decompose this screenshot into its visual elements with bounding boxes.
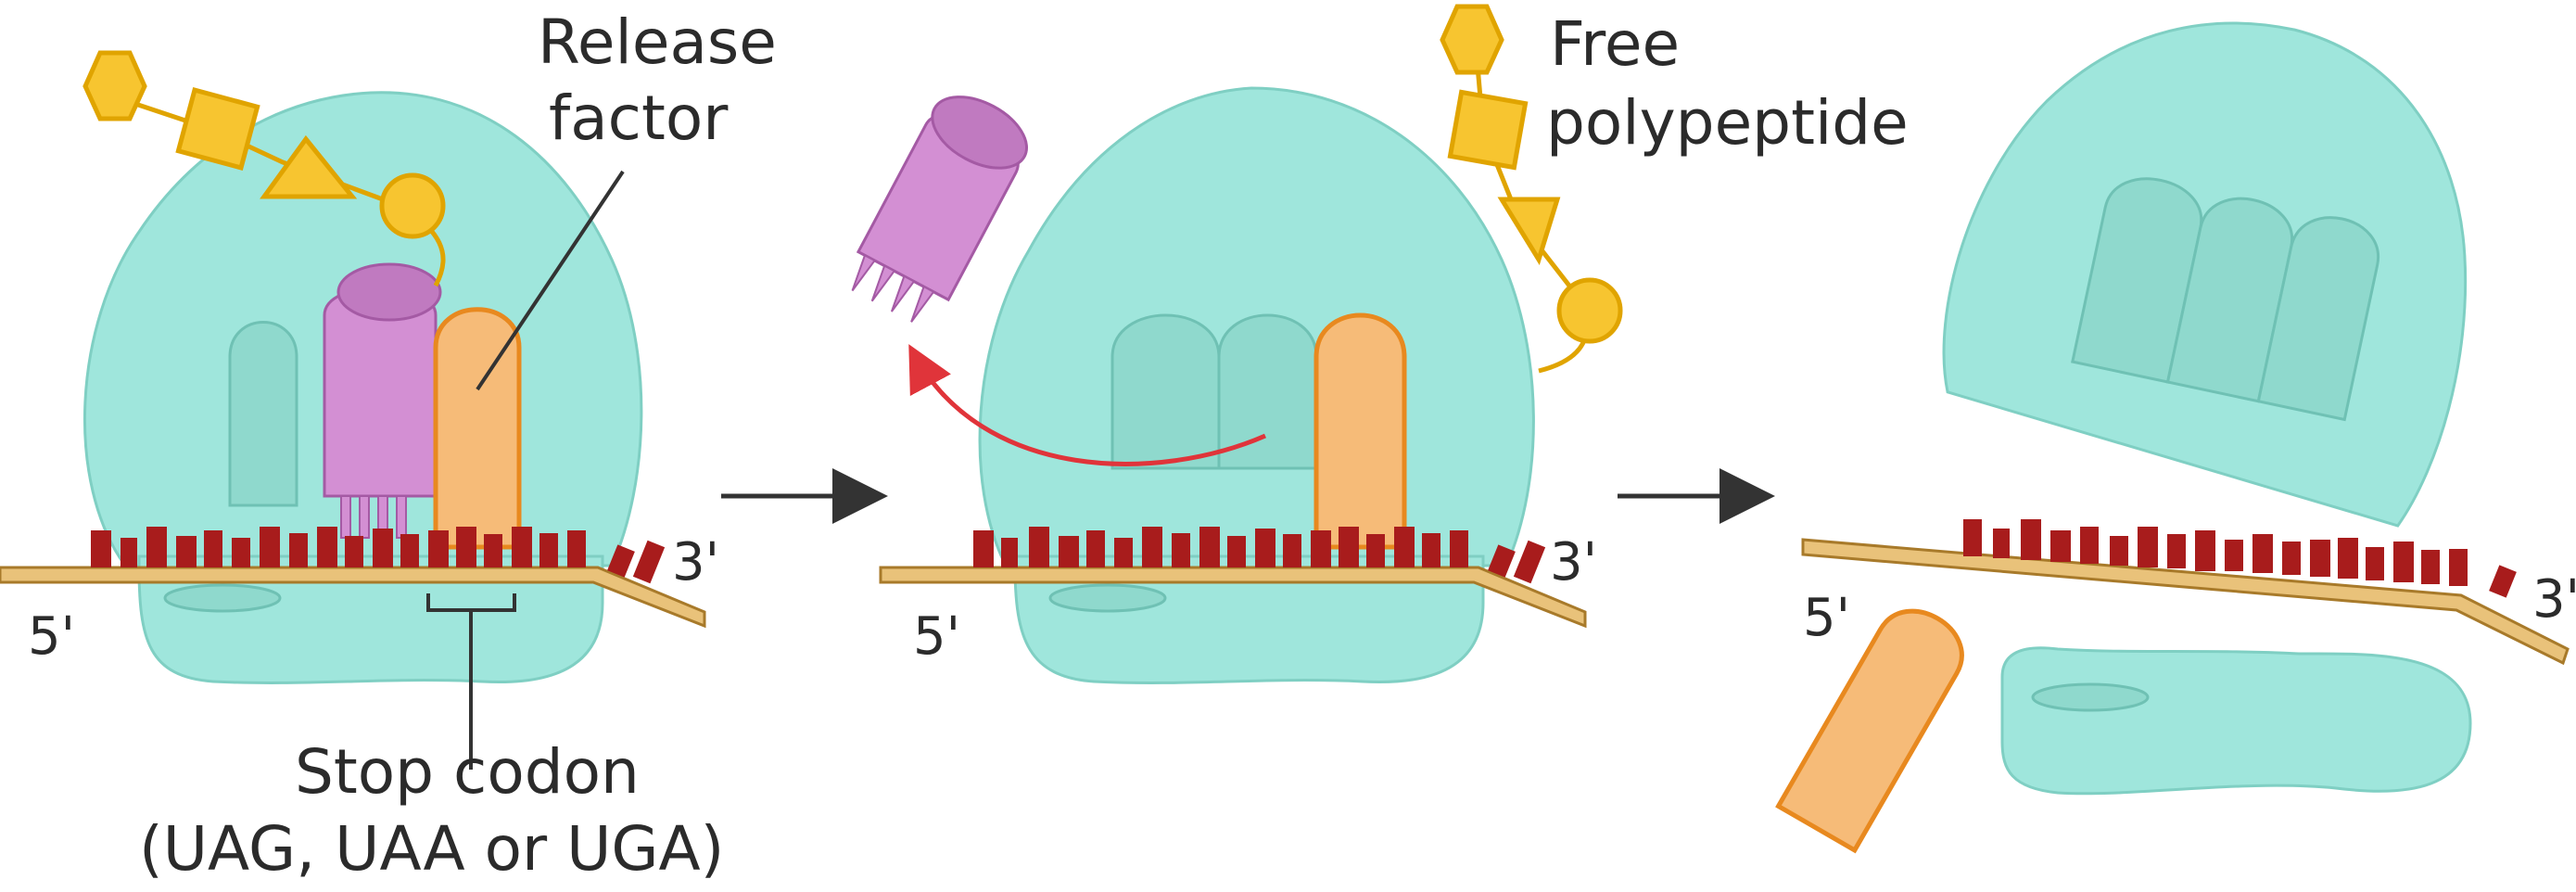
mrna-bases-2 bbox=[973, 527, 1546, 584]
release-factor-bound bbox=[323, 262, 442, 539]
panel-3-dissociation: 5' 3' bbox=[1775, 21, 2576, 854]
release-factor-released bbox=[851, 96, 1028, 323]
release-factor-label-line2: factor bbox=[549, 83, 729, 154]
release-exit-arrow bbox=[908, 344, 1266, 466]
trna-orange-2 bbox=[1313, 312, 1407, 550]
five-prime-label-3: 5' bbox=[1803, 588, 1850, 648]
trna-orange-3 bbox=[1775, 608, 1964, 854]
mrna-strand-2 bbox=[879, 527, 1587, 629]
free-polypeptide-label-line1: Free bbox=[1550, 8, 1680, 80]
five-prime-label-1: 5' bbox=[28, 606, 75, 667]
empty-ribosome-site-1 bbox=[228, 321, 298, 507]
empty-ribosome-site-2a bbox=[1110, 313, 1221, 470]
small-subunit-groove-1 bbox=[163, 583, 282, 613]
polypeptide-chain-1 bbox=[82, 50, 446, 287]
panel-1-termination: Release factor Stop codon (UAG, UAA or U… bbox=[0, 6, 777, 885]
small-subunit-groove-2 bbox=[1048, 583, 1167, 613]
panel-2-release: Free polypeptide 5' 3' bbox=[851, 4, 1909, 684]
stop-codon-label-line1: Stop codon bbox=[295, 736, 640, 808]
five-prime-label-2: 5' bbox=[913, 606, 960, 667]
mrna-bases-1 bbox=[91, 527, 666, 584]
free-polypeptide bbox=[1440, 4, 1623, 374]
trna-orange-1 bbox=[433, 307, 522, 550]
ribosome-large-subunit-3 bbox=[1942, 21, 2468, 528]
three-prime-label-3: 3' bbox=[2532, 569, 2576, 630]
release-factor-leader-line bbox=[476, 170, 625, 391]
three-prime-label-1: 3' bbox=[672, 532, 719, 593]
mrna-strand-3 bbox=[1801, 519, 2570, 666]
small-subunit-groove-3 bbox=[2031, 682, 2150, 712]
free-polypeptide-label-line2: polypeptide bbox=[1546, 87, 1909, 159]
ribosome-small-subunit-3 bbox=[2000, 646, 2472, 796]
stop-codon-bracket bbox=[426, 593, 516, 770]
release-factor-label-line1: Release bbox=[538, 6, 777, 78]
three-prime-label-2: 3' bbox=[1550, 532, 1597, 593]
mrna-bases-3 bbox=[1963, 519, 2517, 598]
mrna-strand-1 bbox=[0, 527, 706, 629]
stop-codon-label-line2: (UAG, UAA or UGA) bbox=[139, 813, 724, 885]
